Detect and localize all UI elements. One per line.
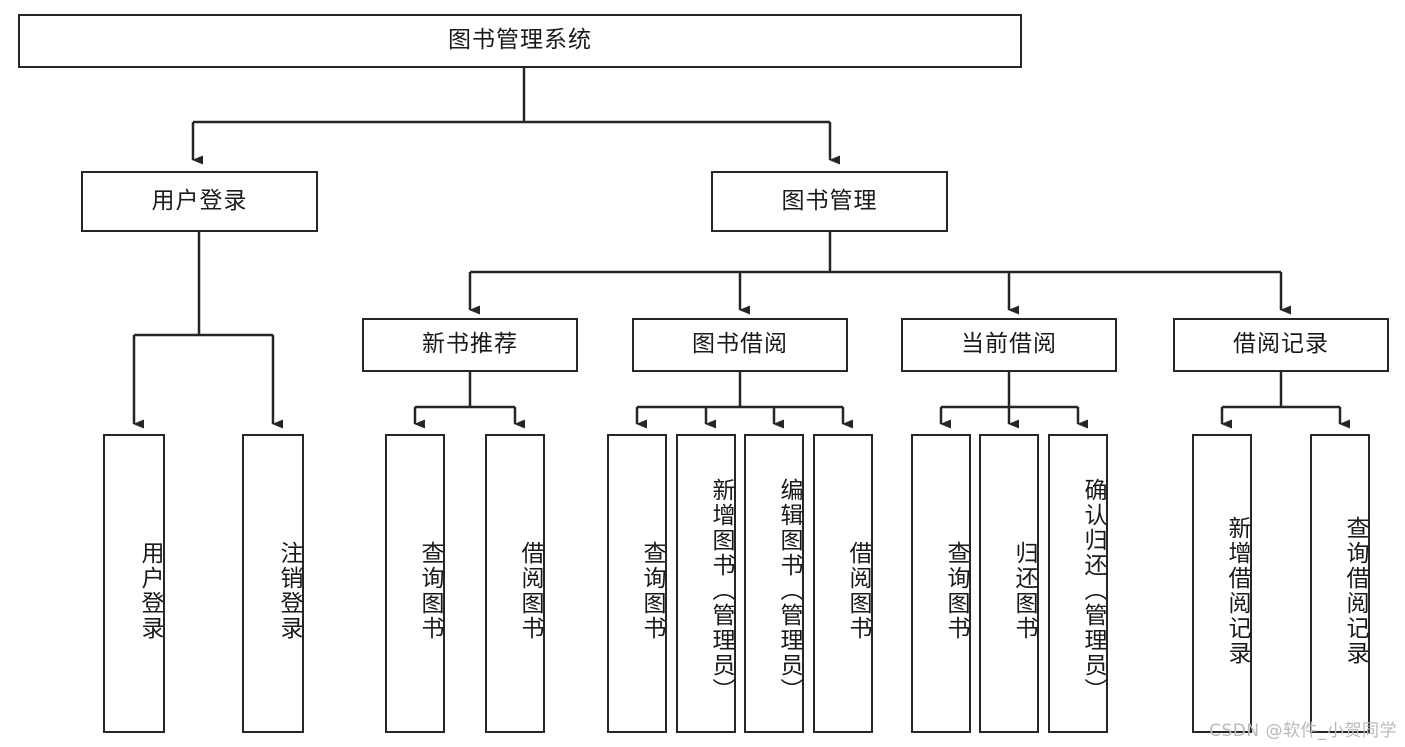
node-leaf-add-book-admin[interactable]: 新增图书（管理员） (676, 434, 736, 733)
node-label: 借阅记录 (1233, 331, 1329, 358)
node-book-management[interactable]: 图书管理 (711, 171, 948, 232)
node-label: 确认归还（管理员） (1080, 478, 1106, 703)
node-label: 新书推荐 (422, 331, 518, 358)
watermark: CSDN @软件_小贺同学 (1209, 721, 1397, 741)
node-leaf-query-book-new[interactable]: 查询图书 (385, 434, 445, 733)
node-label: 查询图书 (639, 540, 665, 641)
node-label: 查询图书 (943, 540, 969, 641)
node-leaf-confirm-return-admin[interactable]: 确认归还（管理员） (1048, 434, 1108, 733)
node-label: 新增借阅记录 (1224, 515, 1250, 666)
node-user-login[interactable]: 用户登录 (81, 171, 318, 232)
node-label: 当前借阅 (961, 331, 1057, 358)
node-leaf-user-login[interactable]: 用户登录 (103, 434, 165, 733)
node-borrow-record[interactable]: 借阅记录 (1173, 318, 1389, 372)
node-current-borrow[interactable]: 当前借阅 (901, 318, 1117, 372)
node-leaf-return-book[interactable]: 归还图书 (979, 434, 1039, 733)
node-label: 编辑图书（管理员） (776, 478, 802, 703)
node-leaf-query-book-borrow[interactable]: 查询图书 (607, 434, 667, 733)
node-leaf-query-book-current[interactable]: 查询图书 (911, 434, 971, 733)
node-label: 借阅图书 (845, 540, 871, 641)
node-label: 查询借阅记录 (1342, 515, 1368, 666)
node-label: 查询图书 (417, 540, 443, 641)
node-leaf-borrow-book[interactable]: 借阅图书 (813, 434, 873, 733)
node-label: 图书管理 (781, 187, 878, 214)
node-label: 用户登录 (137, 540, 163, 641)
node-root-library-system[interactable]: 图书管理系统 (18, 14, 1022, 68)
node-label: 借阅图书 (517, 540, 543, 641)
node-label: 图书管理系统 (448, 27, 592, 54)
node-leaf-query-borrow-record[interactable]: 查询借阅记录 (1310, 434, 1370, 733)
node-new-book-recommend[interactable]: 新书推荐 (362, 318, 578, 372)
node-label: 归还图书 (1011, 540, 1037, 641)
node-label: 图书借阅 (692, 331, 788, 358)
node-label: 用户登录 (151, 187, 248, 214)
node-leaf-user-logout[interactable]: 注销登录 (242, 434, 304, 733)
node-leaf-borrow-book-new[interactable]: 借阅图书 (485, 434, 545, 733)
node-book-borrow[interactable]: 图书借阅 (632, 318, 848, 372)
node-label: 注销登录 (276, 540, 302, 641)
node-leaf-add-borrow-record[interactable]: 新增借阅记录 (1192, 434, 1252, 733)
node-leaf-edit-book-admin[interactable]: 编辑图书（管理员） (744, 434, 804, 733)
node-label: 新增图书（管理员） (708, 478, 734, 703)
